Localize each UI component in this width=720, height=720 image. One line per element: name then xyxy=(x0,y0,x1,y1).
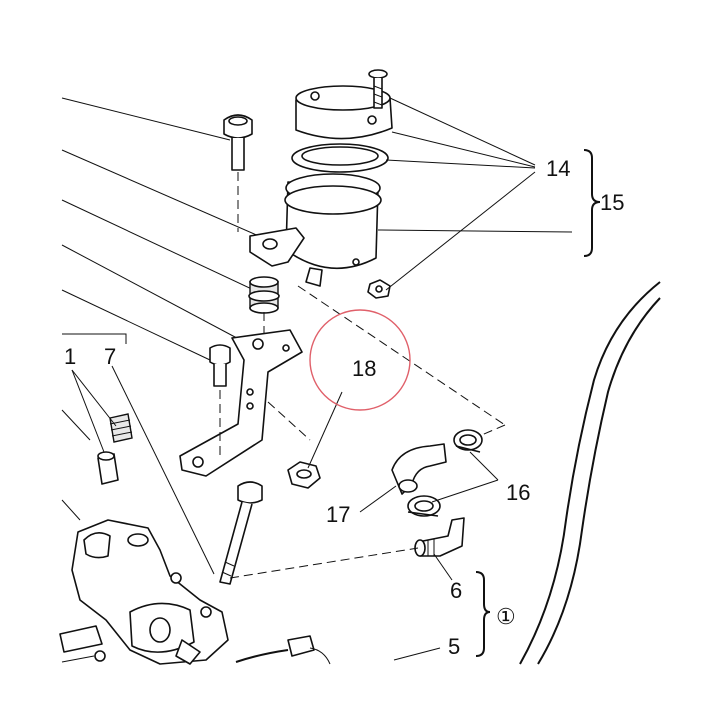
sealing-ring xyxy=(291,143,389,173)
dashed-hose-path xyxy=(267,285,506,441)
brace-15 xyxy=(583,149,601,257)
label-1: 1 xyxy=(64,344,76,369)
label-18: 18 xyxy=(352,356,376,381)
reservoir-cap xyxy=(295,85,393,140)
callout-leaders xyxy=(71,97,573,661)
reservoir-bracket xyxy=(249,227,305,267)
label-16: 16 xyxy=(506,480,530,505)
label-17: 17 xyxy=(326,502,350,527)
brace-group-1 xyxy=(475,571,491,657)
leader-lines-left xyxy=(61,97,269,441)
label-5: 5 xyxy=(448,634,460,659)
elbow-fitting xyxy=(414,517,465,557)
hose xyxy=(391,443,447,495)
bolt-top xyxy=(223,114,253,232)
frame-outline xyxy=(519,281,661,665)
reference-box xyxy=(62,333,127,344)
hose-clamp-upper xyxy=(453,429,483,453)
cap-screw xyxy=(368,69,388,109)
highlight-circle xyxy=(309,309,411,411)
lower-dashed-line xyxy=(229,547,419,579)
grease-nipple-lower xyxy=(97,451,119,485)
long-bolt xyxy=(219,481,263,585)
label-6: 6 xyxy=(450,578,462,603)
mounting-bracket xyxy=(179,329,303,477)
grease-nipple-upper xyxy=(109,413,133,443)
reservoir-body xyxy=(284,173,382,287)
hex-nut xyxy=(287,461,321,489)
label-7: 7 xyxy=(104,344,116,369)
label-14: 14 xyxy=(546,156,570,181)
grommet xyxy=(248,276,280,340)
label-circled-1: ① xyxy=(496,604,516,629)
hose-clamp-lower xyxy=(407,495,441,517)
small-nut xyxy=(367,279,391,299)
short-bolt xyxy=(209,344,231,460)
master-cylinder-housing xyxy=(59,499,229,665)
switch-connector xyxy=(235,635,331,665)
label-15: 15 xyxy=(600,190,624,215)
